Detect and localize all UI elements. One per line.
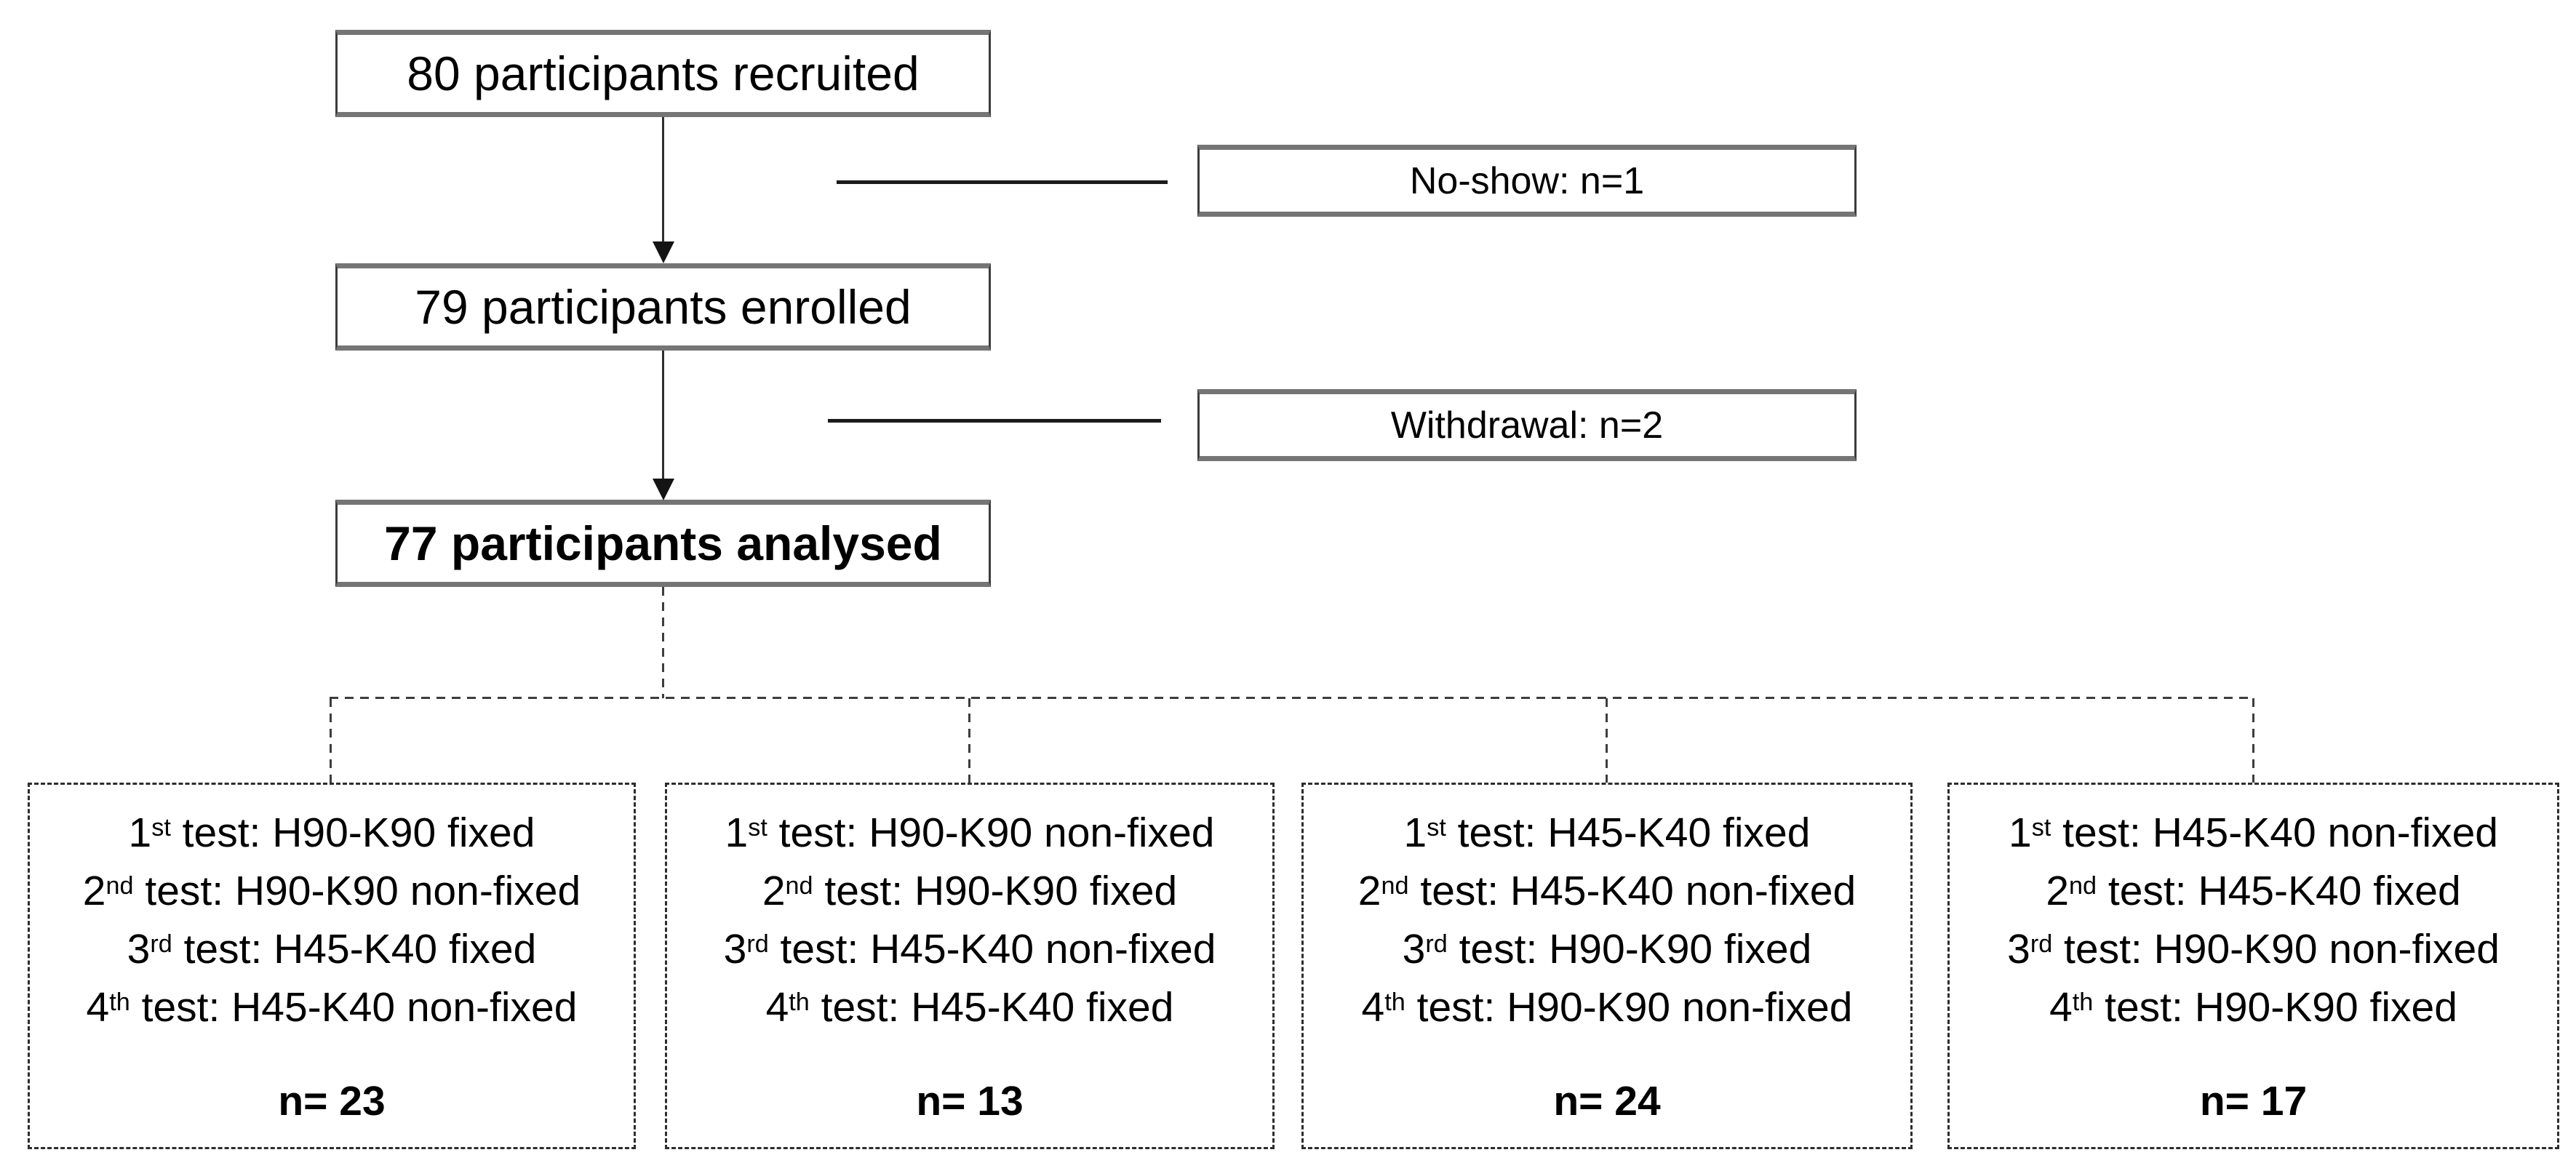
analysed-label: 77 participants analysed bbox=[384, 516, 942, 570]
withdrawal-label: Withdrawal: n=2 bbox=[1390, 404, 1664, 447]
group-2-test-sequence: 1st test: H90-K90 non-fixed 2nd test: H9… bbox=[724, 804, 1216, 1036]
group-3-n-count: n= 24 bbox=[1553, 1078, 1661, 1124]
test-line: 1st test: H90-K90 fixed bbox=[128, 810, 535, 856]
test-line: 1st test: H45-K40 non-fixed bbox=[2009, 810, 2498, 856]
recruited-to-enrolled-arrow-line bbox=[662, 117, 664, 244]
branch-horizontal-dashed-line bbox=[330, 697, 2254, 699]
test-line: 4th test: H45-K40 non-fixed bbox=[86, 984, 578, 1031]
enrolled-to-analysed-arrow-line bbox=[662, 351, 664, 481]
test-line: 3rd test: H90-K90 fixed bbox=[1402, 926, 1812, 972]
group-box-1: 1st test: H90-K90 fixed 2nd test: H90-K9… bbox=[28, 783, 636, 1149]
enrolled-box: 79 participants enrolled bbox=[335, 263, 991, 351]
no-show-box: No-show: n=1 bbox=[1197, 145, 1857, 217]
down-arrowhead-icon bbox=[653, 241, 674, 263]
test-line: 1st test: H45-K40 fixed bbox=[1403, 810, 1811, 856]
test-line: 3rd test: H45-K40 non-fixed bbox=[723, 926, 1216, 972]
test-line: 1st test: H90-K90 non-fixed bbox=[725, 810, 1215, 856]
analysed-box: 77 participants analysed bbox=[335, 500, 991, 587]
test-line: 4th test: H90-K90 non-fixed bbox=[1361, 984, 1853, 1031]
recruited-label: 80 participants recruited bbox=[407, 47, 920, 100]
enrolled-label: 79 participants enrolled bbox=[415, 280, 912, 334]
branch-drop-line-group-2 bbox=[968, 698, 970, 783]
group-4-test-sequence: 1st test: H45-K40 non-fixed 2nd test: H4… bbox=[2007, 804, 2500, 1036]
branch-drop-line-group-1 bbox=[330, 698, 332, 783]
branch-drop-line-group-4 bbox=[2252, 698, 2254, 783]
recruited-box: 80 participants recruited bbox=[335, 30, 991, 117]
down-arrowhead-icon bbox=[653, 479, 674, 500]
no-show-label: No-show: n=1 bbox=[1409, 159, 1645, 202]
group-1-test-sequence: 1st test: H90-K90 fixed 2nd test: H90-K9… bbox=[83, 804, 581, 1036]
group-4-n-count: n= 17 bbox=[2199, 1078, 2308, 1124]
test-line: 2nd test: H45-K40 non-fixed bbox=[1357, 868, 1857, 914]
branch-drop-line-group-3 bbox=[1606, 698, 1608, 783]
test-line: 4th test: H45-K40 fixed bbox=[765, 984, 1174, 1031]
group-2-n-count: n= 13 bbox=[916, 1078, 1024, 1124]
group-1-n-count: n= 23 bbox=[278, 1078, 386, 1124]
test-line: 2nd test: H90-K90 fixed bbox=[762, 868, 1178, 914]
test-line: 2nd test: H90-K90 non-fixed bbox=[82, 868, 581, 914]
group-box-4: 1st test: H45-K40 non-fixed 2nd test: H4… bbox=[1947, 783, 2559, 1149]
test-line: 3rd test: H45-K40 fixed bbox=[127, 926, 537, 972]
test-line: 3rd test: H90-K90 non-fixed bbox=[2007, 926, 2500, 972]
no-show-connector-line bbox=[837, 180, 1168, 184]
group-box-3: 1st test: H45-K40 fixed 2nd test: H45-K4… bbox=[1301, 783, 1913, 1149]
group-3-test-sequence: 1st test: H45-K40 fixed 2nd test: H45-K4… bbox=[1358, 804, 1856, 1036]
withdrawal-connector-line bbox=[828, 419, 1161, 423]
group-box-2: 1st test: H90-K90 non-fixed 2nd test: H9… bbox=[665, 783, 1275, 1149]
analysed-branch-stem-dashed-line bbox=[662, 587, 664, 698]
test-line: 2nd test: H45-K40 fixed bbox=[2046, 868, 2461, 914]
withdrawal-box: Withdrawal: n=2 bbox=[1197, 389, 1857, 461]
test-line: 4th test: H90-K90 fixed bbox=[2049, 984, 2457, 1031]
